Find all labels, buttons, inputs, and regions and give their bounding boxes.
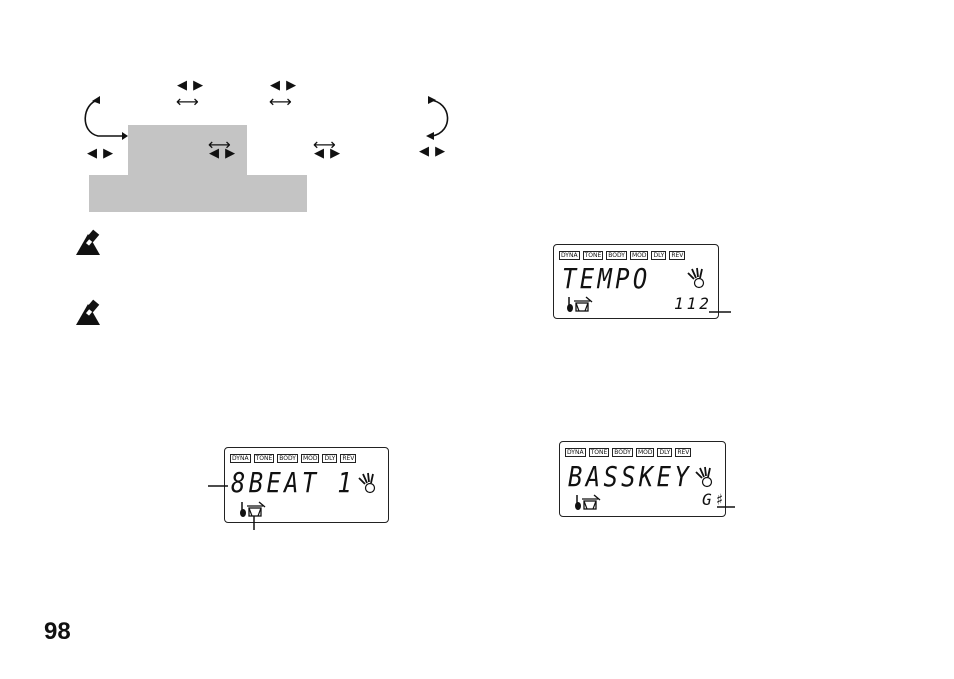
tag-tone: TONE	[253, 454, 275, 463]
callout-line-pattern-left	[208, 485, 228, 487]
lcd-pattern: DYNA TONE BODY MOD DLY REV 8BEAT 1	[224, 447, 389, 523]
callout-line-pattern-bottom	[253, 516, 255, 530]
lr-arrows-4: ◀ ▶	[209, 146, 237, 161]
loop-arrow-left-icon	[84, 96, 128, 140]
tuning-fan-icon	[358, 472, 376, 494]
lr-arrows-2: ◀ ▶	[270, 78, 298, 93]
callout-line-tempo	[709, 311, 731, 313]
tag-mod: MOD	[635, 448, 655, 457]
tag-body: BODY	[277, 454, 298, 463]
lcd-tempo: DYNA TONE BODY MOD DLY REV TEMPO 112	[553, 244, 719, 319]
note-icon-1	[76, 229, 100, 255]
double-arrow-2: ⟷	[269, 92, 292, 111]
tag-dyna: DYNA	[559, 251, 580, 260]
guitar-drum-icon	[567, 296, 593, 312]
loop-arrow-right-icon	[426, 96, 449, 140]
tag-body: BODY	[606, 251, 627, 260]
lr-arrows-6: ◀ ▶	[419, 144, 447, 159]
tag-dyna: DYNA	[230, 454, 251, 463]
tag-mod: MOD	[300, 454, 320, 463]
lcd-value: 112	[674, 294, 712, 313]
double-arrow-3: ⟷	[208, 135, 231, 154]
page-number: 98	[44, 618, 71, 645]
tag-mod: MOD	[629, 251, 649, 260]
tag-rev: REV	[675, 448, 692, 457]
lr-arrows-3: ◀ ▶	[87, 146, 115, 161]
note-icon-2	[76, 299, 100, 325]
effect-tags: DYNA TONE BODY MOD DLY REV	[230, 454, 357, 463]
lcd-value: G♯	[702, 490, 728, 509]
double-arrow-1: ⟷	[176, 92, 199, 111]
effect-tags: DYNA TONE BODY MOD DLY REV	[559, 251, 686, 260]
flow-box-upper	[128, 125, 247, 175]
guitar-drum-icon	[575, 494, 601, 510]
callout-line-basskey	[717, 506, 735, 508]
lcd-main-text: 8BEAT 1	[231, 466, 356, 499]
flow-box-lower	[89, 175, 307, 212]
lr-arrows-5: ◀ ▶	[314, 146, 342, 161]
effect-tags: DYNA TONE BODY MOD DLY REV	[565, 448, 692, 457]
tag-rev: REV	[669, 251, 686, 260]
lr-arrows-1: ◀ ▶	[177, 78, 205, 93]
lcd-main-text: TEMPO	[562, 262, 651, 295]
tag-dly: DLY	[651, 251, 667, 260]
tag-dly: DLY	[657, 448, 673, 457]
double-arrow-4: ⟷	[313, 135, 336, 154]
tuning-fan-icon	[687, 267, 705, 289]
tag-rev: REV	[340, 454, 357, 463]
tag-tone: TONE	[582, 251, 604, 260]
tag-dyna: DYNA	[565, 448, 586, 457]
tag-body: BODY	[612, 448, 633, 457]
guitar-drum-icon	[240, 501, 266, 517]
lcd-main-text: BASSKEY	[568, 460, 693, 493]
lcd-basskey: DYNA TONE BODY MOD DLY REV BASSKEY G♯	[559, 441, 726, 517]
tuning-fan-icon	[695, 466, 713, 488]
tag-tone: TONE	[588, 448, 610, 457]
tag-dly: DLY	[322, 454, 338, 463]
